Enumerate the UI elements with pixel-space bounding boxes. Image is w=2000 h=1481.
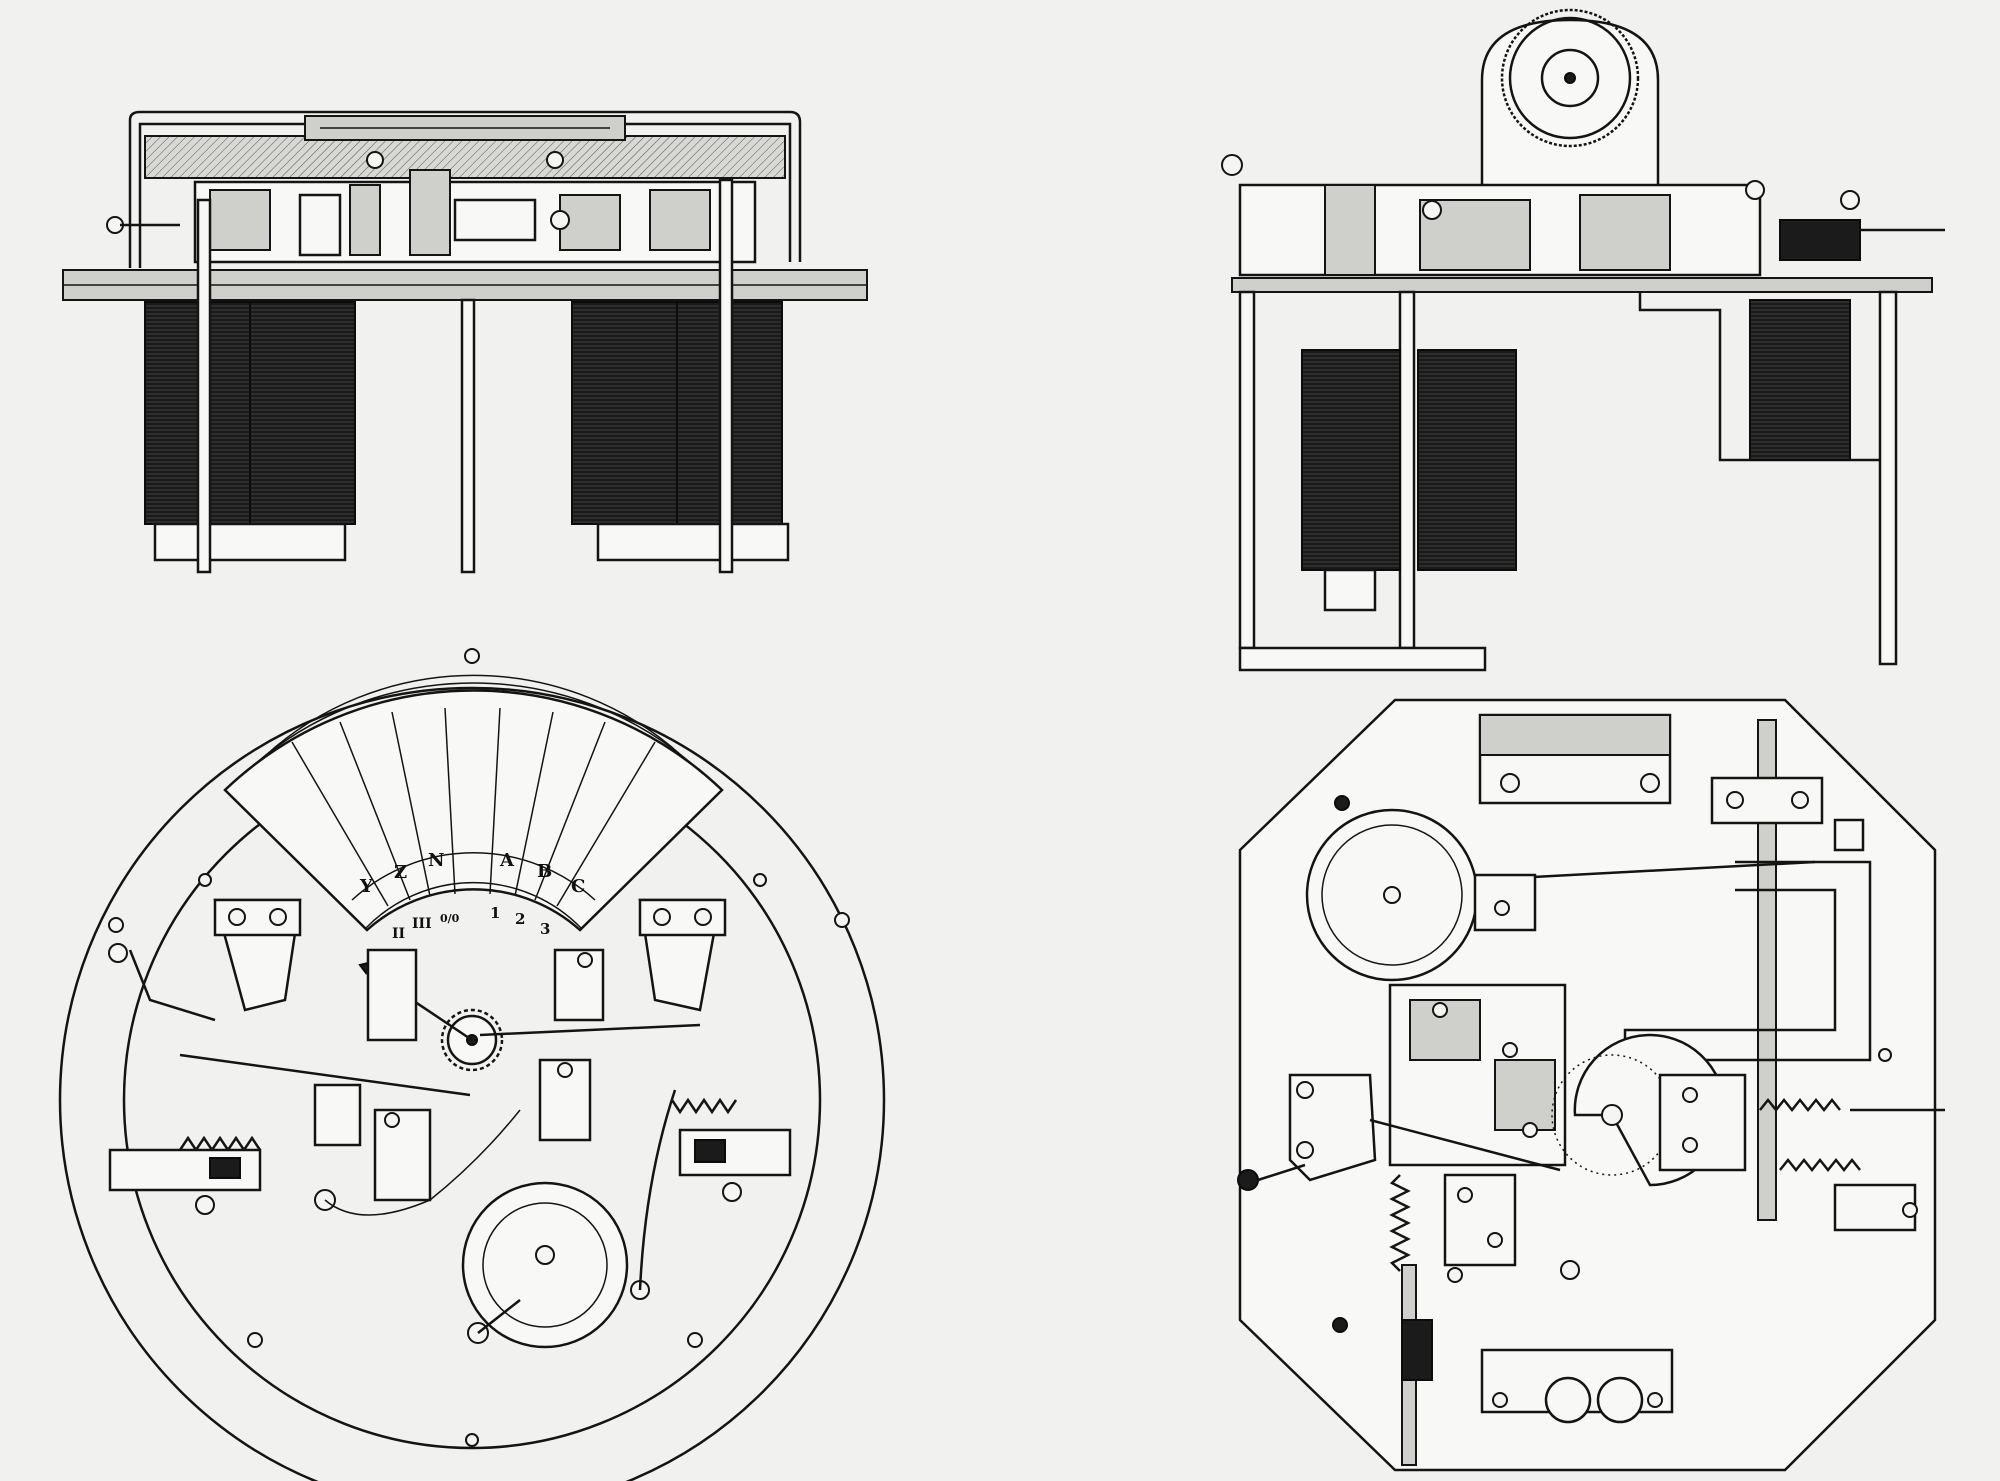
dial-graduations — [291, 707, 656, 907]
dial-letter-n: N — [428, 850, 444, 871]
dial-numeral-ii: II — [392, 926, 405, 942]
dial-letter-y: Y — [359, 876, 374, 897]
dial-letter-c: C — [571, 876, 585, 897]
dial-plan-view: Y Z N A B C II III 0/0 1 2 3 — [58, 648, 886, 1481]
dial-numeral-1: 1 — [490, 904, 500, 922]
dial-numeral-3: 3 — [540, 920, 550, 938]
dial-numeral-iii: III — [412, 916, 432, 932]
dial-letter-a: A — [499, 850, 515, 871]
side-elevation-view — [1221, 8, 1945, 672]
dial-letter-z: Z — [394, 862, 407, 883]
dial-numeral-zero: 0/0 — [440, 912, 460, 925]
dial-numeral-2: 2 — [515, 910, 525, 928]
dial-inner-numerals: II III 0/0 1 2 3 — [392, 904, 550, 942]
dial-outer-letters: Y Z N A B C — [359, 850, 585, 897]
front-elevation-view — [62, 110, 868, 574]
octagonal-plan-view — [1237, 698, 1945, 1472]
dial-letter-b: B — [537, 861, 552, 882]
